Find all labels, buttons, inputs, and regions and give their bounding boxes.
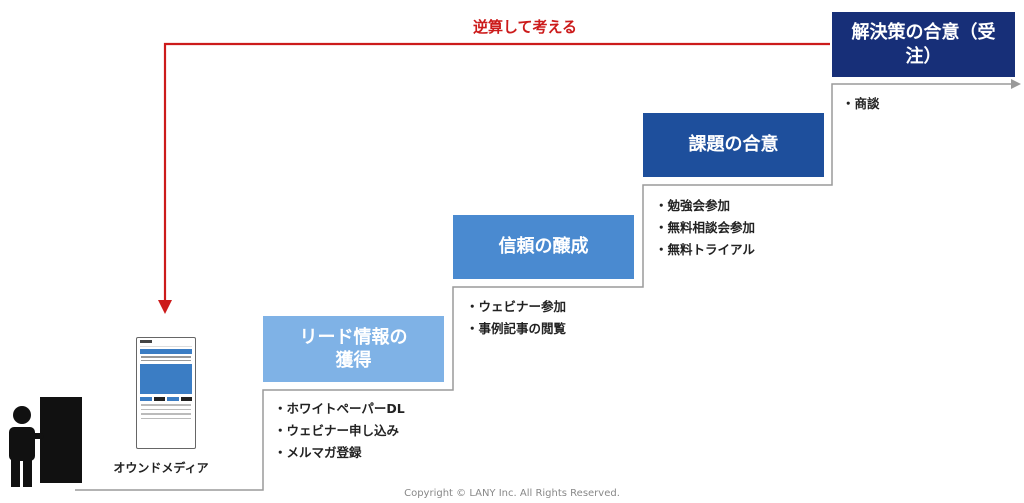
list-item: 商談 (842, 93, 880, 115)
stage-title-line: 信頼の醸成 (498, 236, 589, 258)
list-item: ホワイトペーパーDL (274, 398, 405, 420)
owned-media-label: オウンドメディア (113, 461, 209, 475)
stage-lead-acquisition: リード情報の 獲得 (263, 316, 444, 382)
staircase-arrowhead (1011, 79, 1021, 89)
stage-title-line: リード情報の (299, 326, 408, 348)
staircase-line (75, 83, 1012, 491)
reverse-arrow-line (163, 42, 830, 302)
stage-title-line: 注） (905, 45, 942, 67)
stage-solution-agreement: 解決策の合意（受 注） (832, 12, 1015, 77)
stage-3-actions: 勉強会参加 無料相談会参加 無料トライアル (655, 195, 756, 261)
copyright-text: Copyright © LANY Inc. All Rights Reserve… (404, 488, 620, 499)
stage-2-actions: ウェビナー参加 事例記事の閲覧 (466, 296, 567, 340)
list-item: 勉強会参加 (655, 195, 755, 217)
stage-title-line: 解決策の合意（受 (851, 22, 996, 44)
stage-trust-building: 信頼の醸成 (453, 215, 634, 279)
reverse-thinking-label: 逆算して考える (472, 18, 578, 36)
stage-4-actions: 商談 (842, 93, 880, 115)
list-item: 無料トライアル (655, 239, 755, 261)
owned-media-phone-icon (136, 337, 196, 449)
stage-title-line: 課題の合意 (688, 134, 779, 156)
list-item: 無料相談会参加 (655, 217, 756, 239)
stage-problem-agreement: 課題の合意 (643, 113, 824, 177)
reverse-arrowhead (158, 300, 172, 314)
person-at-door-icon (9, 397, 82, 487)
list-item: ウェビナー申し込み (274, 420, 405, 442)
list-item: 事例記事の閲覧 (466, 318, 567, 340)
stage-title-line: 獲得 (335, 350, 372, 371)
list-item: ウェビナー参加 (466, 296, 567, 318)
list-item: メルマガ登録 (274, 442, 405, 464)
stage-1-actions: ホワイトペーパーDL ウェビナー申し込み メルマガ登録 (274, 398, 405, 464)
